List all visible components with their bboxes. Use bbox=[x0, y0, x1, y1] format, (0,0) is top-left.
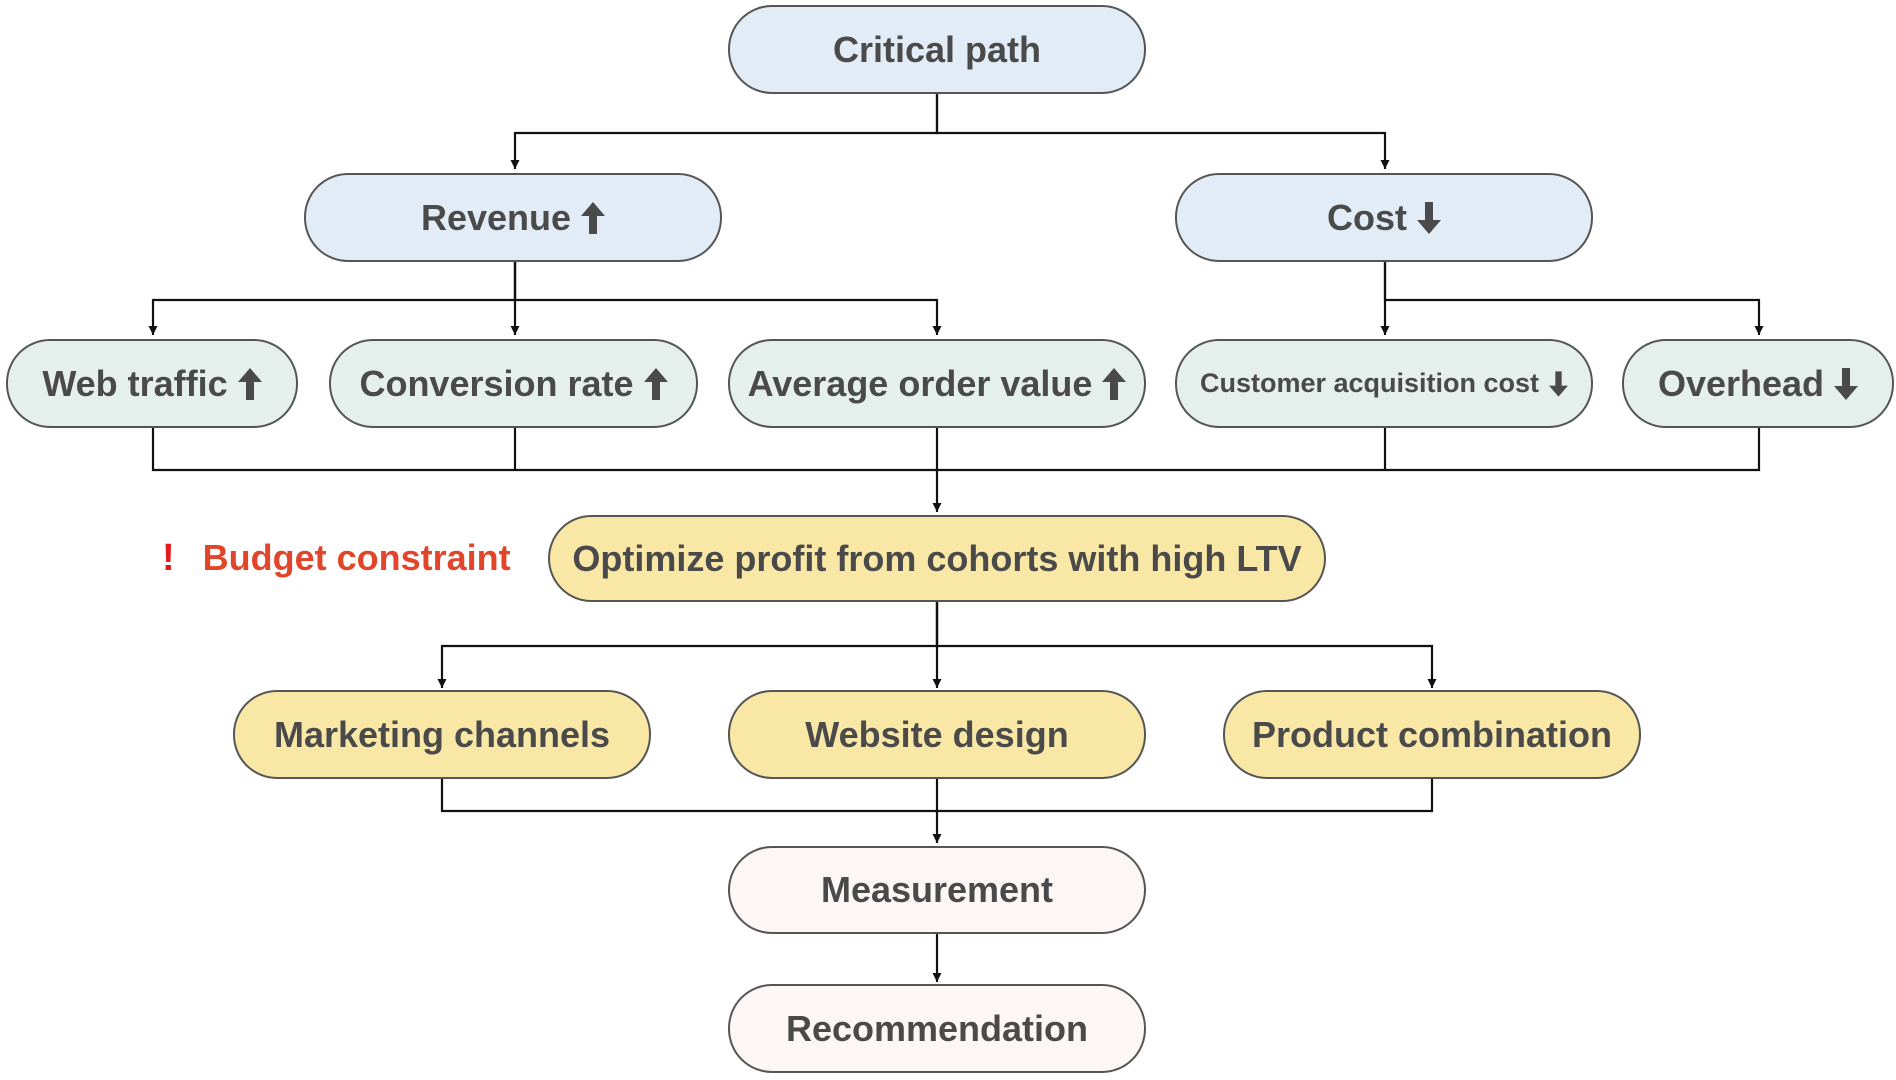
node-label: Customer acquisition cost bbox=[1199, 368, 1540, 398]
constraint-label: Budget constraint bbox=[202, 537, 511, 578]
up-arrow-icon bbox=[581, 201, 606, 234]
node-label: Marketing channels bbox=[273, 713, 611, 755]
edge-revenue-to-web-traffic bbox=[148, 262, 517, 335]
node-label: Cost bbox=[1327, 196, 1407, 238]
node-label: Product combination bbox=[1252, 713, 1612, 755]
up-arrow-icon bbox=[1102, 367, 1127, 400]
node-conversion-rate: Conversion rate bbox=[329, 339, 698, 428]
edge-subfactors-to-optimize bbox=[151, 428, 1761, 472]
node-customer-acquisition-cost: Customer acquisition cost bbox=[1175, 339, 1593, 428]
node-web-traffic: Web traffic bbox=[6, 339, 298, 428]
node-measurement: Measurement bbox=[728, 846, 1146, 934]
node-cost: Cost bbox=[1175, 173, 1593, 262]
exclamation-icon: ! bbox=[162, 536, 175, 579]
up-arrow-icon bbox=[237, 367, 262, 400]
node-average-order-value: Average order value bbox=[728, 339, 1146, 428]
edge-revenue-to-average-order-value bbox=[513, 262, 942, 335]
edge-critical-to-cost bbox=[935, 94, 1390, 169]
node-marketing-channels: Marketing channels bbox=[233, 690, 651, 779]
down-arrow-icon bbox=[1417, 201, 1441, 234]
edge-cost-to-overhead bbox=[1383, 262, 1764, 335]
node-critical-path: Critical path bbox=[728, 5, 1146, 94]
node-optimize-profit: Optimize profit from cohorts with high L… bbox=[548, 515, 1326, 602]
node-label: Critical path bbox=[832, 28, 1042, 70]
node-product-combination: Product combination bbox=[1223, 690, 1641, 779]
node-label: Conversion rate bbox=[359, 362, 634, 404]
node-label: Revenue bbox=[420, 196, 572, 238]
node-label: Web traffic bbox=[42, 362, 228, 404]
edge-optimize-to-marketing bbox=[437, 602, 939, 688]
down-arrow-icon bbox=[1834, 367, 1859, 400]
node-label: Measurement bbox=[820, 869, 1054, 910]
node-website-design: Website design bbox=[728, 690, 1146, 779]
node-overhead: Overhead bbox=[1622, 339, 1894, 428]
node-revenue: Revenue bbox=[304, 173, 722, 262]
edge-critical-to-revenue bbox=[510, 94, 939, 169]
edge-optimize-to-product bbox=[935, 602, 1437, 688]
up-arrow-icon bbox=[643, 367, 668, 400]
node-recommendation: Recommendation bbox=[728, 984, 1146, 1073]
budget-constraint-annotation: ! Budget constraint bbox=[162, 530, 511, 586]
node-label: Recommendation bbox=[785, 1007, 1089, 1049]
down-arrow-icon bbox=[1549, 370, 1569, 397]
node-label: Optimize profit from cohorts with high L… bbox=[572, 537, 1302, 579]
node-label: Average order value bbox=[747, 362, 1093, 404]
node-label: Website design bbox=[805, 713, 1069, 755]
node-label: Overhead bbox=[1657, 362, 1825, 404]
